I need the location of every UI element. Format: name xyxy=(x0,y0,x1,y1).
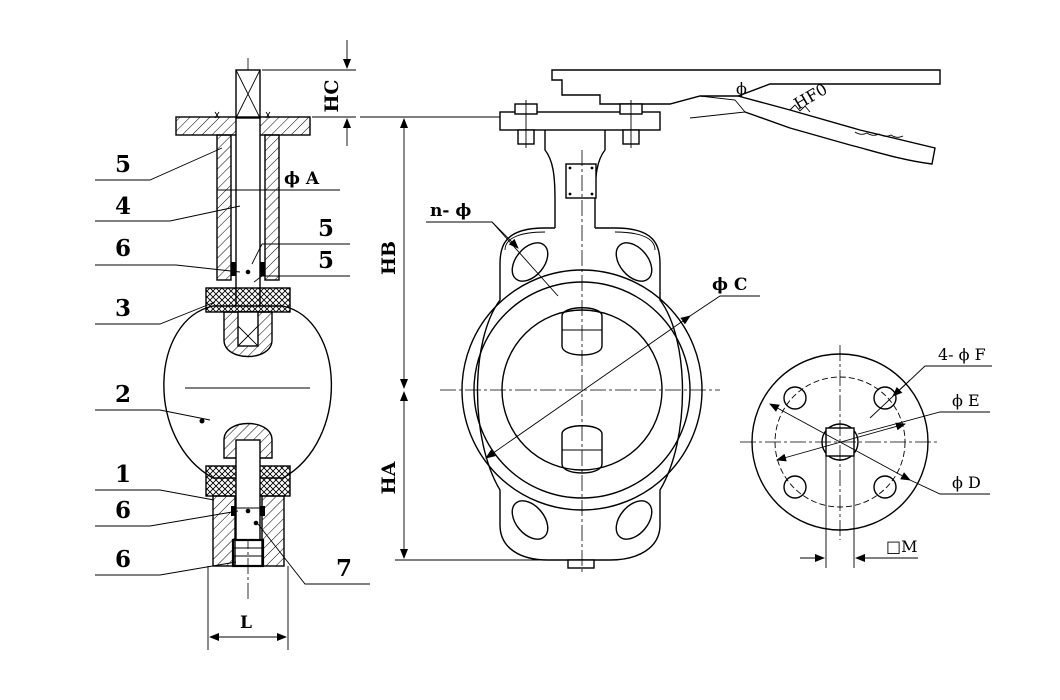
lower-body-left xyxy=(212,495,236,567)
callout-part-1: 1 xyxy=(115,461,131,488)
dim-l: L xyxy=(240,613,252,633)
front-view: ϕ HF0 xyxy=(360,69,941,575)
callout-part-5-top: 5 xyxy=(115,151,131,178)
handle-lock-mark: ϕ xyxy=(736,79,747,98)
dim-ha: HA xyxy=(378,461,400,494)
lower-body-right xyxy=(261,495,285,567)
dim-phi-d: ϕ D xyxy=(952,473,981,492)
dim-l-group: L xyxy=(207,566,289,650)
dim-hc: HC xyxy=(321,79,343,112)
neck-left-wall xyxy=(216,134,232,281)
top-plate xyxy=(499,111,661,131)
dim-hc-group: HC xyxy=(262,40,356,146)
callout-part-3: 3 xyxy=(115,295,131,322)
front-neck xyxy=(544,130,606,228)
callout-part-2: 2 xyxy=(115,381,131,408)
dim-phi-c: ϕ C xyxy=(712,275,747,295)
lever-handle xyxy=(551,69,941,165)
callout-part-7: 7 xyxy=(336,555,352,582)
neck-right-wall xyxy=(264,134,280,281)
callout-part-6-mid: 6 xyxy=(115,497,131,524)
dim-4-phi-f: 4- ϕ F xyxy=(938,345,986,364)
callout-part-5-mid: 5 xyxy=(318,215,334,242)
dim-square-m: □M xyxy=(886,537,918,556)
callout-part-6-bottom: 6 xyxy=(115,546,131,573)
section-leader-lines xyxy=(95,147,370,585)
sectional-view: 5 4 5 6 5 3 2 1 6 7 6 ϕ A HC L xyxy=(95,40,370,650)
flange-top-view: □M 4- ϕ F ϕ E ϕ D xyxy=(740,345,992,568)
callout-part-5-low: 5 xyxy=(318,247,334,274)
callout-part-6-top: 6 xyxy=(115,235,131,262)
dim-n-phi: n- ϕ xyxy=(430,201,471,221)
nameplate xyxy=(565,163,597,199)
dim-hb-ha-group: HB HA xyxy=(360,116,566,561)
bottom-plug xyxy=(231,538,265,568)
dim-phi-e: ϕ E xyxy=(952,391,980,410)
dim-hb: HB xyxy=(378,241,400,275)
upper-seat-ring xyxy=(205,287,291,313)
dim-phi-a: ϕ A xyxy=(284,169,320,189)
callout-part-4: 4 xyxy=(115,193,131,220)
